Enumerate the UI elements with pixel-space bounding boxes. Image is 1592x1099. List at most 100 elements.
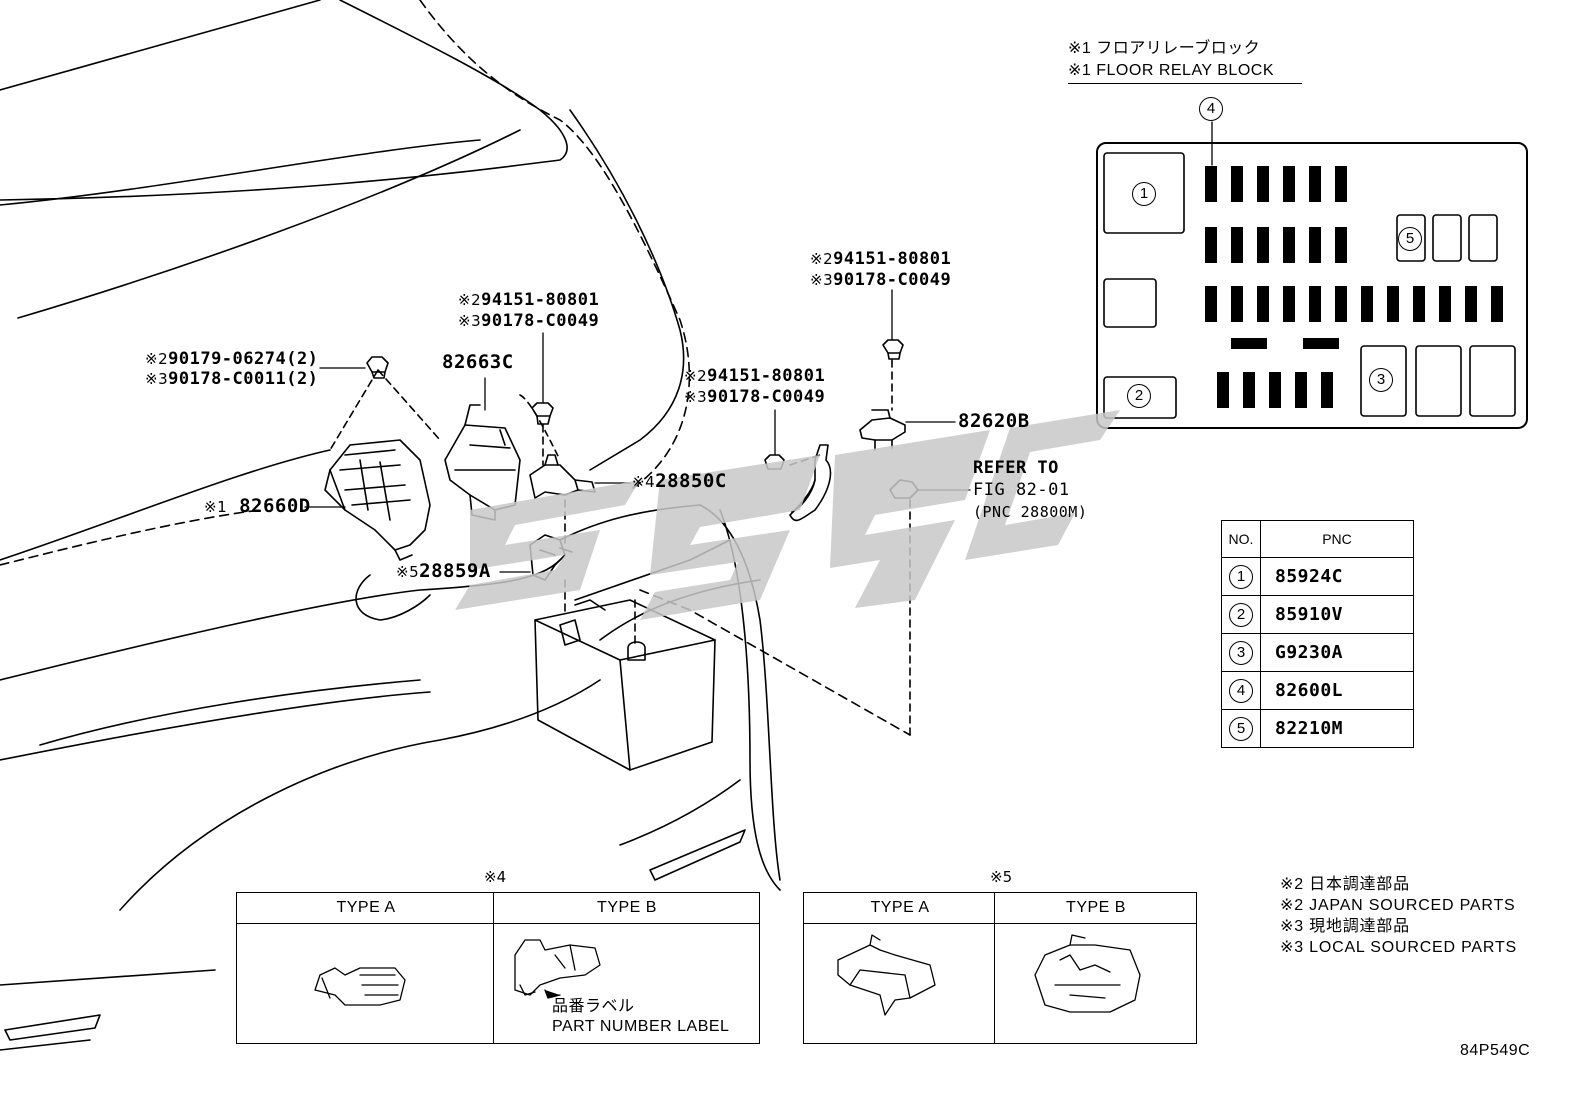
inset5-type-b-drawing: [1034, 934, 1141, 1013]
callout-code: 90178-C0049: [481, 311, 600, 331]
floor-relay-block-diagram: [1096, 121, 1528, 429]
inset5-type-b: TYPE B: [996, 893, 1196, 924]
table-row: 2 85910V: [1221, 595, 1414, 634]
callout-code: 94151-80801: [707, 366, 826, 386]
row-pnc: 82210M: [1260, 709, 1414, 748]
watermark-59gc: [455, 410, 1120, 620]
callout-prefix: ※3: [684, 388, 708, 406]
row-number: 1: [1229, 564, 1253, 589]
row-number: 2: [1229, 602, 1253, 627]
callout-code: 82660D: [239, 495, 311, 517]
pnc-table: NO. PNC 1 85924C 2 85910V 3 G9230A 4 826…: [1221, 520, 1414, 748]
pnc-table-header: NO. PNC: [1221, 520, 1414, 558]
table-row: 5 82210M: [1221, 709, 1414, 748]
relay-marker-4: 4: [1199, 97, 1223, 121]
callout-code: 28859A: [419, 560, 491, 582]
relay-block-title-en: ※1 FLOOR RELAY BLOCK: [1068, 60, 1302, 84]
inset5-type-a-drawing: [837, 934, 936, 1016]
inset5-table: TYPE A TYPE B: [803, 892, 1197, 1044]
battery-drawing: [534, 599, 716, 771]
row-pnc: 85910V: [1260, 595, 1414, 634]
inset4-type-b-drawing: [514, 939, 601, 999]
callout-28859a: ※528859A: [396, 561, 491, 582]
row-number: 5: [1229, 716, 1253, 741]
clamp-82620b-drawing: [859, 409, 906, 451]
row-pnc: 85924C: [1260, 557, 1414, 596]
table-row: 3 G9230A: [1221, 633, 1414, 672]
callout-prefix: ※2: [684, 367, 708, 385]
callout-82663c: 82663C: [442, 352, 514, 372]
callout-code: 94151-80801: [833, 249, 952, 269]
callout-90178-c0049-a: ※390178-C0049: [458, 311, 599, 331]
callout-code: 82663C: [442, 351, 514, 373]
part-number-label-jp: 品番ラベル: [552, 998, 635, 1015]
inset5-divider: [994, 893, 995, 1043]
callout-90178-c0011: ※390178-C0011(2): [145, 369, 318, 389]
nut-90178-c0011: [366, 356, 389, 379]
relay-marker-5: 5: [1398, 227, 1422, 251]
callout-94151-80801-c: ※294151-80801: [810, 249, 951, 269]
relay-block-title: ※1 フロアリレーブロック ※1 FLOOR RELAY BLOCK: [1068, 38, 1302, 84]
cover-82663c-drawing: [444, 404, 521, 521]
callout-prefix: ※2: [458, 291, 482, 309]
row-pnc: 82600L: [1260, 671, 1414, 710]
inset5-type-a: TYPE A: [804, 893, 996, 924]
figure-code: 84P549C: [1460, 1042, 1531, 1059]
leader-nut-to-block: [329, 369, 441, 451]
refer-to-line2: FIG 82-01: [973, 480, 1070, 500]
callout-code: 90178-C0049: [707, 387, 826, 407]
callout-prefix: ※3: [145, 370, 169, 388]
inset4-divider: [493, 893, 494, 1043]
callout-code: 82620B: [958, 410, 1030, 432]
callout-prefix: ※3: [458, 312, 482, 330]
callout-code: 90179-06274(2): [168, 349, 319, 369]
relay-marker-3: 3: [1369, 368, 1393, 392]
relay-marker-1: 1: [1132, 182, 1156, 206]
inset5-mark: ※5: [990, 868, 1013, 886]
callout-code: 90178-C0011(2): [168, 369, 319, 389]
callout-code: 28850C: [655, 470, 727, 492]
leader-lines: [304, 289, 971, 573]
table-row: 1 85924C: [1221, 557, 1414, 596]
refer-to-line1: REFER TO: [973, 458, 1059, 478]
relay-fuse-blocks: [1205, 166, 1503, 408]
callout-90178-c0049-b: ※390178-C0049: [684, 387, 825, 407]
row-pnc: G9230A: [1260, 633, 1414, 672]
callout-prefix: ※1: [204, 498, 228, 516]
relay-block-title-jp: ※1 フロアリレーブロック: [1068, 40, 1261, 57]
relay-marker-2: 2: [1127, 384, 1151, 408]
note-line: ※2 JAPAN SOURCED PARTS: [1280, 897, 1516, 914]
inset4-type-b: TYPE B: [495, 893, 759, 924]
pnc-col-pnc: PNC: [1260, 520, 1414, 558]
refer-to-line3: (PNC 28800M): [973, 503, 1088, 521]
nut-upper-right: [882, 339, 904, 360]
callout-82660d: ※1 82660D: [204, 496, 311, 517]
callout-prefix: ※5: [396, 563, 420, 581]
inset4-mark: ※4: [484, 868, 507, 886]
callout-code: 90178-C0049: [833, 270, 952, 290]
inset4-type-a: TYPE A: [237, 893, 495, 924]
callout-code: 94151-80801: [481, 290, 600, 310]
inset4-type-a-drawing: [314, 967, 406, 1006]
callout-28850c: ※428850C: [632, 471, 727, 492]
callout-90178-c0049-c: ※390178-C0049: [810, 270, 951, 290]
relay-block-82660d-drawing: [324, 439, 431, 561]
callout-prefix: ※2: [145, 350, 169, 368]
callout-90179-06274: ※290179-06274(2): [145, 349, 318, 369]
part-number-label-en: PART NUMBER LABEL: [552, 1018, 730, 1035]
callout-prefix: ※4: [632, 473, 656, 491]
callout-94151-80801-b: ※294151-80801: [684, 366, 825, 386]
callout-82620b: 82620B: [958, 411, 1030, 431]
row-number: 3: [1229, 640, 1253, 665]
pnc-col-no: NO.: [1221, 520, 1261, 558]
callout-prefix: ※3: [810, 271, 834, 289]
note-line: ※2 日本調達部品: [1280, 876, 1410, 893]
callout-prefix: ※2: [810, 250, 834, 268]
inset4-table: TYPE A TYPE B: [236, 892, 760, 1044]
callout-94151-80801-a: ※294151-80801: [458, 290, 599, 310]
note-line: ※3 LOCAL SOURCED PARTS: [1280, 939, 1517, 956]
row-number: 4: [1229, 678, 1253, 703]
sourcing-notes: ※2 日本調達部品 ※2 JAPAN SOURCED PARTS ※3 現地調達…: [1280, 874, 1517, 958]
table-row: 4 82600L: [1221, 671, 1414, 710]
